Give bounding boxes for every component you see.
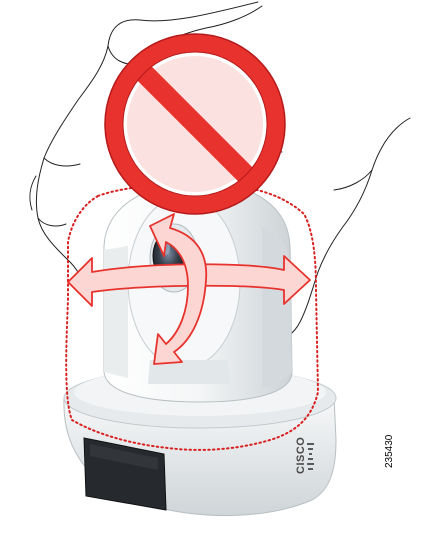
prohibition-sign-icon <box>105 34 285 214</box>
svg-text:CISCO: CISCO <box>295 437 307 474</box>
figure-number: 235430 <box>384 424 398 468</box>
